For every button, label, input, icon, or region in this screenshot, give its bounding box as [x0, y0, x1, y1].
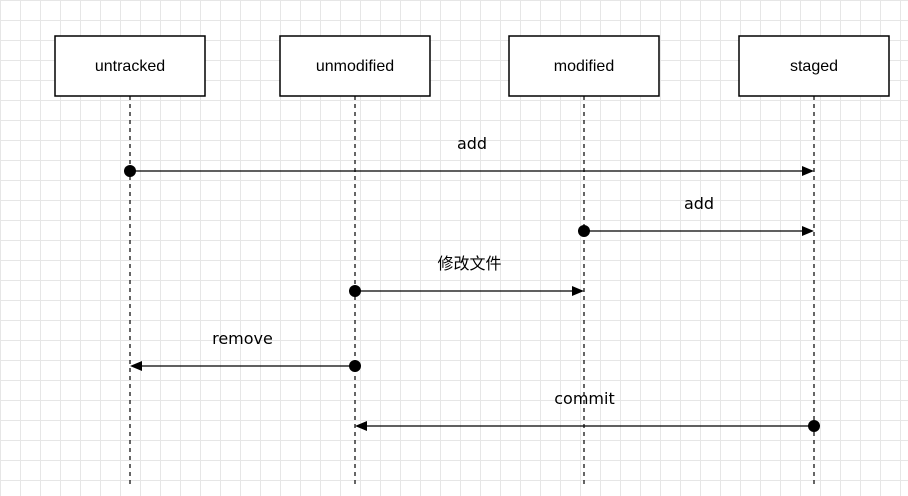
arrowhead-icon [802, 226, 814, 236]
arrowhead-icon [355, 421, 367, 431]
participant-box [508, 35, 660, 97]
message-start-dot [578, 225, 590, 237]
message-label: remove [212, 329, 273, 348]
participant-label: unmodified [316, 58, 394, 75]
participant-box [279, 35, 431, 97]
arrowhead-icon [572, 286, 584, 296]
message-start-dot [349, 360, 361, 372]
message-label: add [684, 194, 714, 213]
participant-unmodified[interactable]: unmodified [279, 35, 431, 97]
participant-label: untracked [95, 58, 165, 75]
message-modified-to-staged[interactable]: add [578, 194, 814, 237]
participant-label: modified [554, 58, 614, 75]
message-label: add [457, 134, 487, 153]
message-staged-to-unmodified[interactable]: commit [355, 389, 820, 432]
messages: add add 修改文件 remove commit [124, 134, 820, 432]
arrowhead-icon [802, 166, 814, 176]
message-untracked-to-staged[interactable]: add [124, 134, 814, 177]
participants: untracked unmodified modified staged [54, 35, 890, 97]
participant-staged[interactable]: staged [738, 35, 890, 97]
participant-label: staged [790, 58, 838, 75]
participant-box [54, 35, 206, 97]
participant-modified[interactable]: modified [508, 35, 660, 97]
participant-box [738, 35, 890, 97]
message-start-dot [349, 285, 361, 297]
message-unmodified-to-untracked[interactable]: remove [130, 329, 361, 372]
lifelines [129, 96, 815, 488]
message-label: commit [554, 389, 614, 408]
message-start-dot [124, 165, 136, 177]
arrowhead-icon [130, 361, 142, 371]
message-start-dot [808, 420, 820, 432]
participant-untracked[interactable]: untracked [54, 35, 206, 97]
message-label: 修改文件 [437, 254, 501, 273]
message-unmodified-to-modified[interactable]: 修改文件 [349, 254, 584, 297]
